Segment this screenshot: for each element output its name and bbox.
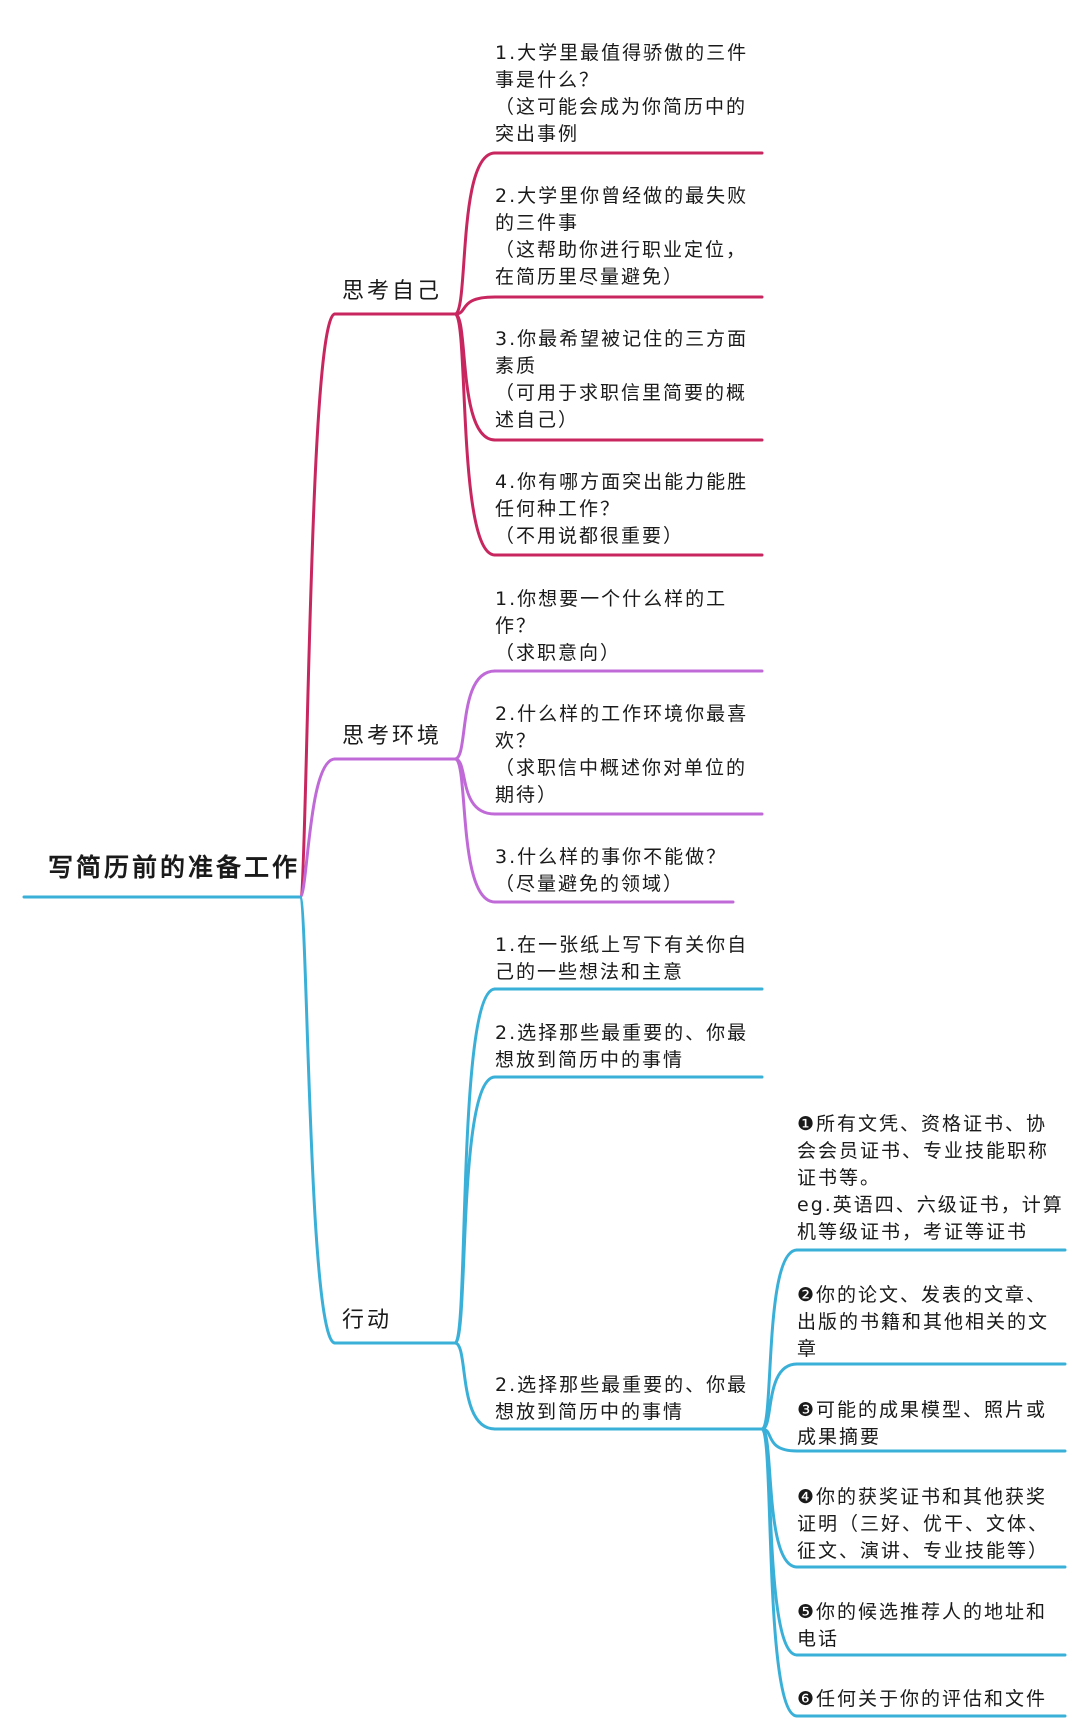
self-item-4: 4.你有哪方面突出能力能胜 任何种工作？ （不用说都很重要） xyxy=(495,471,749,547)
connector-root-action xyxy=(298,895,337,1345)
connector-root-self xyxy=(298,312,337,899)
connector-self-item-2 xyxy=(453,295,497,316)
branch-label-environment: 思考环境 xyxy=(342,724,443,749)
root-title: 写简历前的准备工作 xyxy=(48,853,301,882)
action-subitem-1: ❶所有文凭、资格证书、协 会会员证书、专业技能职称 证书等。 eg.英语四、六级… xyxy=(797,1113,1064,1243)
environment-item-2: 2.什么样的工作环境你最喜 欢？ （求职信中概述你对单位的 期待） xyxy=(495,703,749,806)
action-subitem-4: ❹你的获奖证书和其他获奖 证明（三好、优干、文体、 征文、演讲、专业技能等） xyxy=(797,1486,1050,1562)
action-item-1: 1.在一张纸上写下有关你自 己的一些想法和主意 xyxy=(495,934,749,983)
connector-self-item-4 xyxy=(453,312,497,557)
action-subitem-3: ❸可能的成果模型、照片或 成果摘要 xyxy=(797,1399,1048,1448)
connector-self-item-1 xyxy=(453,151,497,316)
environment-item-3: 3.什么样的事你不能做？ （尽量避免的领域） xyxy=(495,846,728,895)
connector-action-subitem-6 xyxy=(760,1427,799,1718)
branch-label-self: 思考自己 xyxy=(342,279,443,304)
self-item-1: 1.大学里最值得骄傲的三件 事是什么？ （这可能会成为你简历中的 突出事例 xyxy=(495,42,749,145)
branch-label-action: 行动 xyxy=(342,1308,393,1333)
connector-environment-item-1 xyxy=(453,669,497,761)
self-item-3: 3.你最希望被记住的三方面 素质 （可用于求职信里简要的概 述自己） xyxy=(495,328,749,431)
connector-action-subitem-1 xyxy=(760,1248,799,1431)
connector-root-environment xyxy=(298,757,337,899)
environment-item-1: 1.你想要一个什么样的工 作？ （求职意向） xyxy=(495,588,728,664)
action-subitem-2: ❷你的论文、发表的文章、 出版的书籍和其他相关的文 章 xyxy=(797,1284,1050,1360)
action-subitem-6: ❻任何关于你的评估和文件 xyxy=(797,1688,1048,1710)
action-item-3: 2.选择那些最重要的、你最 想放到简历中的事情 xyxy=(495,1374,749,1423)
action-item-2: 2.选择那些最重要的、你最 想放到简历中的事情 xyxy=(495,1022,749,1071)
action-subitem-5: ❺你的候选推荐人的地址和 电话 xyxy=(797,1601,1048,1650)
connector-environment-item-3 xyxy=(453,757,497,904)
connector-action-subitem-2 xyxy=(760,1362,799,1431)
connector-action-item-2 xyxy=(453,1075,497,1345)
self-item-2: 2.大学里你曾经做的最失败 的三件事 （这帮助你进行职业定位， 在简历里尽量避免… xyxy=(495,185,749,288)
connector-action-item-3 xyxy=(453,1341,497,1431)
